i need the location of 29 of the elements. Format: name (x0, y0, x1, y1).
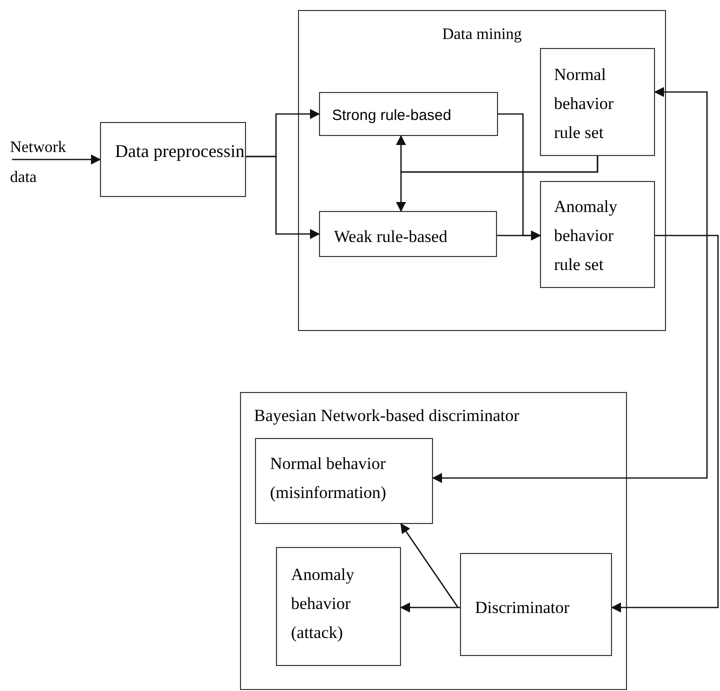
group-title: Data mining (441, 25, 523, 45)
process-box (276, 547, 401, 666)
arrow (432, 87, 708, 483)
arrow (396, 156, 598, 212)
arrow (400, 602, 460, 612)
process-box (319, 211, 497, 257)
process-box (319, 92, 498, 136)
box-label: Strong rule-based (332, 106, 452, 126)
arrow (400, 523, 459, 608)
box-label: Anomaly behavior rule set (554, 196, 618, 276)
group-box (240, 392, 627, 690)
box-label: Weak rule-based (334, 226, 448, 248)
edge-label: Network data (10, 138, 67, 188)
process-box (255, 438, 433, 524)
box-label: Normal behavior (misinformation) (270, 453, 388, 504)
group-title: Bayesian Network-based discriminator (254, 405, 520, 427)
process-box (460, 553, 612, 656)
group-box (298, 10, 666, 331)
arrow (246, 156, 320, 239)
arrow (497, 230, 541, 240)
process-box (540, 48, 655, 156)
arrow (611, 234, 719, 612)
arrow (12, 154, 101, 164)
box-label: Normal behavior rule set (554, 64, 614, 144)
box-label: Discriminator (475, 597, 570, 619)
process-box (100, 122, 246, 197)
process-box (540, 181, 655, 288)
box-label: Data preprocessin (115, 140, 245, 163)
box-label: Anomaly behavior (attack) (291, 564, 356, 644)
